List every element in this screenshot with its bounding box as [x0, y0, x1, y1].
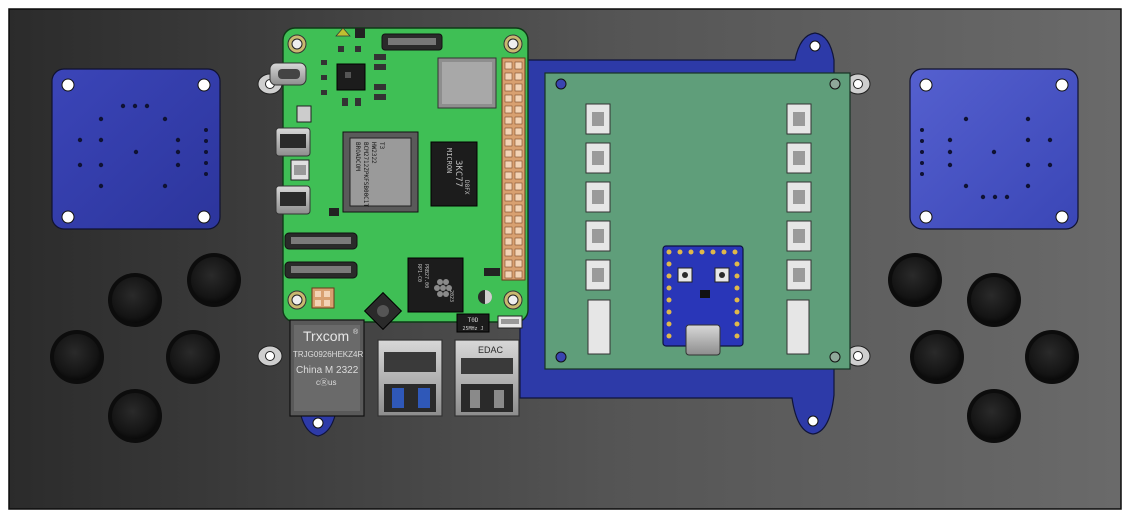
- button-left-top: [108, 273, 162, 327]
- rp1-chip: RP1-C0 PRB27.00 2023: [407, 257, 464, 313]
- soc-line-4: T3: [378, 142, 385, 150]
- usb2-ports: EDAC: [454, 339, 520, 417]
- soc-line-1: BROADCOM: [354, 142, 361, 171]
- usb3-ports: [377, 339, 443, 417]
- ram-line-2: 3KC77: [453, 160, 463, 187]
- gpio-header: [501, 57, 526, 281]
- button-right-bottom: [967, 389, 1021, 443]
- left-action-buttons: [50, 253, 241, 443]
- button-right-top: [967, 273, 1021, 327]
- raspberry-logo-icon: [434, 279, 452, 297]
- raspberry-pi-board: BROADCOM BCM2712ZPKFSB00C1T HW2322 T3 MI…: [269, 27, 529, 333]
- left-button-pcb: [51, 68, 221, 230]
- rp1-line-1: RP1-C0: [416, 264, 422, 282]
- rp1-line-2: PRB27.00: [423, 264, 429, 288]
- ethernet-part-number: TRJG0926HEKZ4R: [293, 350, 363, 359]
- ethernet-jack: Trxcom ® TRJG0926HEKZ4R China M 2322 cⓇu…: [289, 319, 365, 417]
- crystal-line-2: 25MHz J: [462, 326, 483, 332]
- button-left-top-right: [187, 253, 241, 307]
- button-right-left: [910, 330, 964, 384]
- mount-tabs: [257, 73, 871, 367]
- right-action-buttons: [888, 253, 1079, 443]
- pico-board: [662, 245, 744, 356]
- button-right-top-left: [888, 253, 942, 307]
- ethernet-registered-mark: ®: [353, 328, 359, 336]
- button-right-right: [1025, 330, 1079, 384]
- ethernet-origin: China M 2322: [296, 365, 359, 376]
- soc-chip: BROADCOM BCM2712ZPKFSB00C1T HW2322 T3: [342, 131, 419, 213]
- rp1-line-3: 2023: [448, 290, 454, 302]
- soc-line-3: HW2322: [370, 142, 377, 164]
- ram-chip: MICRON 3KC77 D8FX: [430, 141, 478, 207]
- soc-line-2: BCM2712ZPKFSB00C1T: [362, 142, 369, 207]
- crystal-line-1: T0D: [468, 317, 479, 324]
- shield-board: [544, 72, 851, 370]
- button-left-left: [50, 330, 104, 384]
- micro-hdmi-ports: [275, 127, 311, 215]
- ram-line-1: MICRON: [445, 148, 453, 173]
- right-button-pcb: [909, 68, 1079, 230]
- ethernet-cert: cⓇus: [316, 378, 336, 387]
- ram-line-3: D8FX: [463, 180, 470, 195]
- button-left-right: [166, 330, 220, 384]
- button-left-bottom: [108, 389, 162, 443]
- usb-brand-label: EDAC: [478, 345, 504, 355]
- crystal-chip: T0D 25MHz J: [456, 313, 490, 333]
- ethernet-brand: Trxcom: [303, 328, 349, 344]
